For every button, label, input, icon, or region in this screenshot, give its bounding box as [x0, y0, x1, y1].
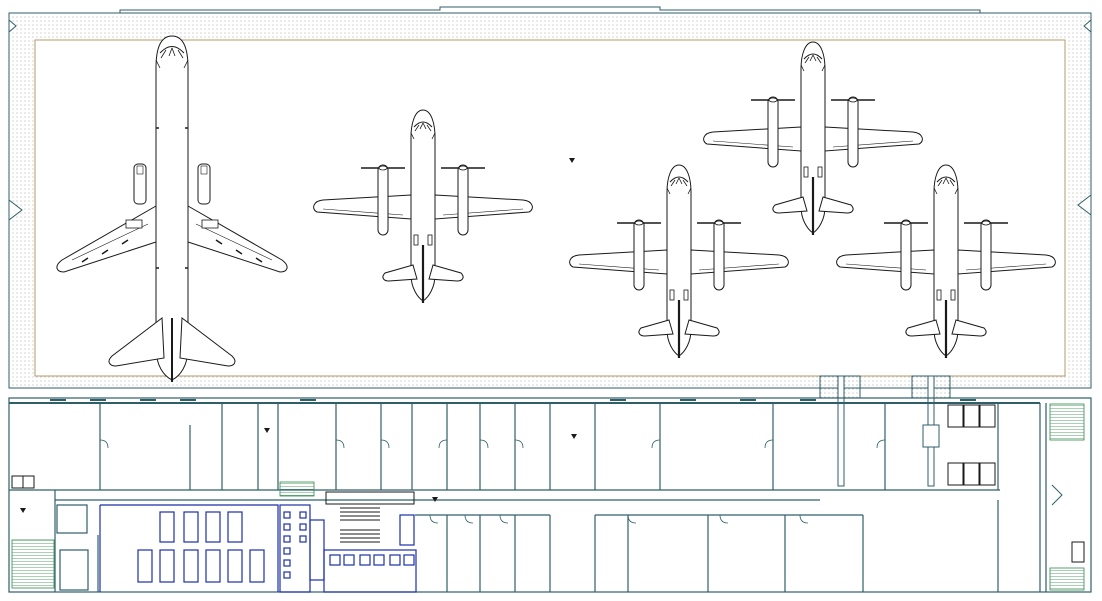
stair-icon	[325, 491, 415, 543]
office-furniture	[99, 504, 417, 593]
marker-icon	[569, 158, 575, 163]
desk-icon	[137, 511, 265, 583]
office-wing	[8, 397, 1092, 593]
service-rooms	[947, 404, 996, 486]
right-stair	[1049, 403, 1085, 591]
door-swings	[99, 439, 886, 524]
stair-green	[279, 481, 315, 497]
left-stair	[11, 475, 55, 589]
toilet-icon	[283, 511, 307, 579]
marker-icon	[20, 428, 577, 513]
hangar-door-icon	[922, 424, 940, 448]
